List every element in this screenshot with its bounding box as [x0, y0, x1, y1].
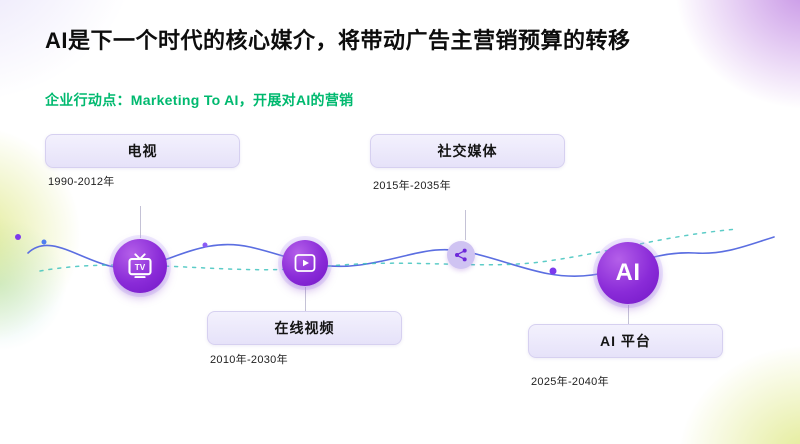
tv-node: TV — [113, 239, 167, 293]
decorative-dot — [549, 267, 557, 275]
milestone-period-tv: 1990-2012年 — [48, 176, 115, 188]
milestone-label-text: 电视 — [127, 143, 158, 159]
decorative-dot — [15, 234, 21, 240]
milestone-label-text: AI 平台 — [600, 333, 651, 349]
milestone-label-text: 在线视频 — [274, 320, 335, 336]
decorative-dot — [202, 242, 208, 248]
page-title: AI是下一个时代的核心媒介，将带动广告主营销预算的转移 — [45, 28, 631, 53]
share-network-icon — [455, 248, 467, 262]
connector-line-video — [305, 287, 306, 312]
online-video-node — [282, 240, 328, 286]
social-media-node — [447, 241, 475, 269]
milestone-period-social-media: 2015年-2035年 — [373, 180, 451, 192]
milestone-label-ai-platform: AI 平台 — [528, 324, 723, 358]
ai-badge-icon: AI — [615, 259, 641, 286]
decorative-dot — [41, 239, 47, 245]
milestone-label-online-video: 在线视频 — [207, 311, 402, 345]
milestone-label-text: 社交媒体 — [437, 143, 498, 159]
connector-line-tv — [140, 206, 141, 238]
milestone-period-online-video: 2010年-2030年 — [210, 354, 288, 366]
connector-line-ai — [628, 305, 629, 325]
milestone-label-tv: 电视 — [45, 134, 240, 168]
ai-platform-node: AI — [597, 242, 659, 304]
tv-icon-glyph: TV — [135, 263, 146, 272]
connector-line-social — [465, 210, 466, 240]
video-play-icon — [294, 254, 316, 272]
milestone-label-social-media: 社交媒体 — [370, 134, 565, 168]
milestone-period-ai-platform: 2025年-2040年 — [531, 376, 609, 388]
slide-subtitle: 企业行动点：Marketing To AI，开展对AI的营销 — [45, 92, 354, 108]
tv-icon: TV — [128, 253, 152, 279]
